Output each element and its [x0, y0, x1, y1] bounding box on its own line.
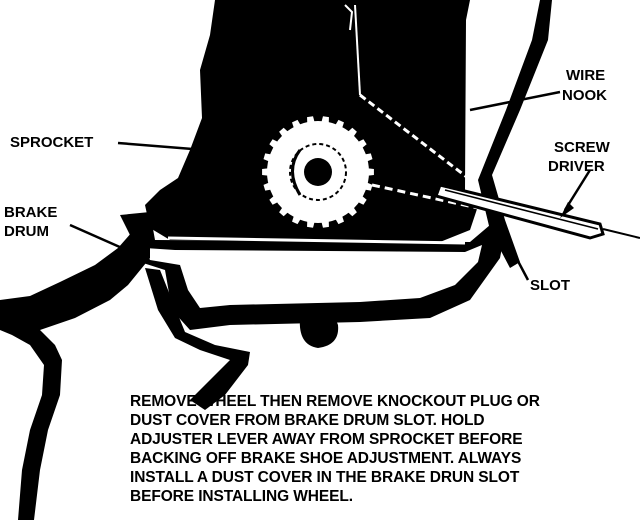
plate-seam	[354, 4, 361, 96]
label-screw-driver-1: SCREW	[554, 139, 611, 156]
label-brake-drum-1: BRAKE	[4, 204, 57, 221]
sprocket-tooth	[292, 211, 303, 225]
sprocket-tooth	[307, 116, 316, 128]
sprocket-tooth	[269, 193, 282, 205]
drum-lip	[167, 236, 466, 245]
sprocket-tooth	[307, 216, 316, 228]
leader-wire-nook	[469, 90, 561, 112]
sprocket-tooth	[320, 216, 329, 228]
wheel-profile	[0, 232, 150, 520]
sprocket-tooth	[320, 116, 329, 128]
caption-line: BEFORE INSTALLING WHEEL.	[130, 488, 353, 505]
plate-detail	[344, 4, 354, 31]
leader-sprocket	[117, 141, 206, 152]
sprocket-tooth	[344, 203, 357, 217]
sprocket-tooth	[344, 127, 357, 141]
sprocket-tooth	[333, 119, 344, 133]
leader-brake-drum	[69, 223, 123, 250]
screw-driver	[434, 183, 640, 240]
caption-line: REMOVE WHEEL THEN REMOVE KNOCKOUT PLUG O…	[130, 393, 540, 410]
sprocket-tooth	[263, 180, 276, 191]
leader-slot	[508, 245, 530, 281]
adjuster-wire	[359, 93, 469, 180]
label-sprocket: SPROCKET	[10, 134, 93, 151]
label-wire-nook-1: WIRE	[566, 67, 605, 84]
sprocket-tooth	[360, 180, 373, 191]
sprocket-tooth	[333, 211, 344, 225]
sprocket-wheel	[262, 116, 374, 228]
instruction-caption: REMOVE WHEEL THEN REMOVE KNOCKOUT PLUG O…	[130, 392, 620, 506]
sprocket-tooth	[360, 153, 373, 164]
screw-driver-arrowhead	[560, 202, 574, 218]
drum-channel-inner	[145, 245, 482, 308]
sprocket-tooth	[263, 153, 276, 164]
sprocket-tooth	[279, 203, 292, 217]
caption-line: BACKING OFF BRAKE SHOE ADJUSTMENT. ALWAY…	[130, 450, 522, 467]
label-screw-driver-2: DRIVER	[548, 158, 605, 175]
label-brake-drum-2: DRUM	[4, 223, 49, 240]
caption-line: INSTALL A DUST COVER IN THE BRAKE DRUN S…	[130, 469, 520, 486]
label-wire-nook-2: NOOK	[562, 87, 607, 104]
sprocket-tooth	[279, 127, 292, 141]
hub-bulge	[299, 310, 339, 348]
sprocket-tooth	[262, 167, 273, 177]
sprocket-tooth	[292, 119, 303, 133]
sprocket-tooth	[354, 193, 367, 205]
sprocket-tooth	[354, 139, 367, 151]
sprocket-tooth	[269, 139, 282, 151]
caption-line: DUST COVER FROM BRAKE DRUM SLOT. HOLD	[130, 412, 485, 429]
caption-line: ADJUSTER LEVER AWAY FROM SPROCKET BEFORE	[130, 431, 523, 448]
rim-inner	[145, 268, 250, 410]
sprocket-tooth	[363, 167, 374, 177]
label-slot: SLOT	[530, 277, 570, 294]
